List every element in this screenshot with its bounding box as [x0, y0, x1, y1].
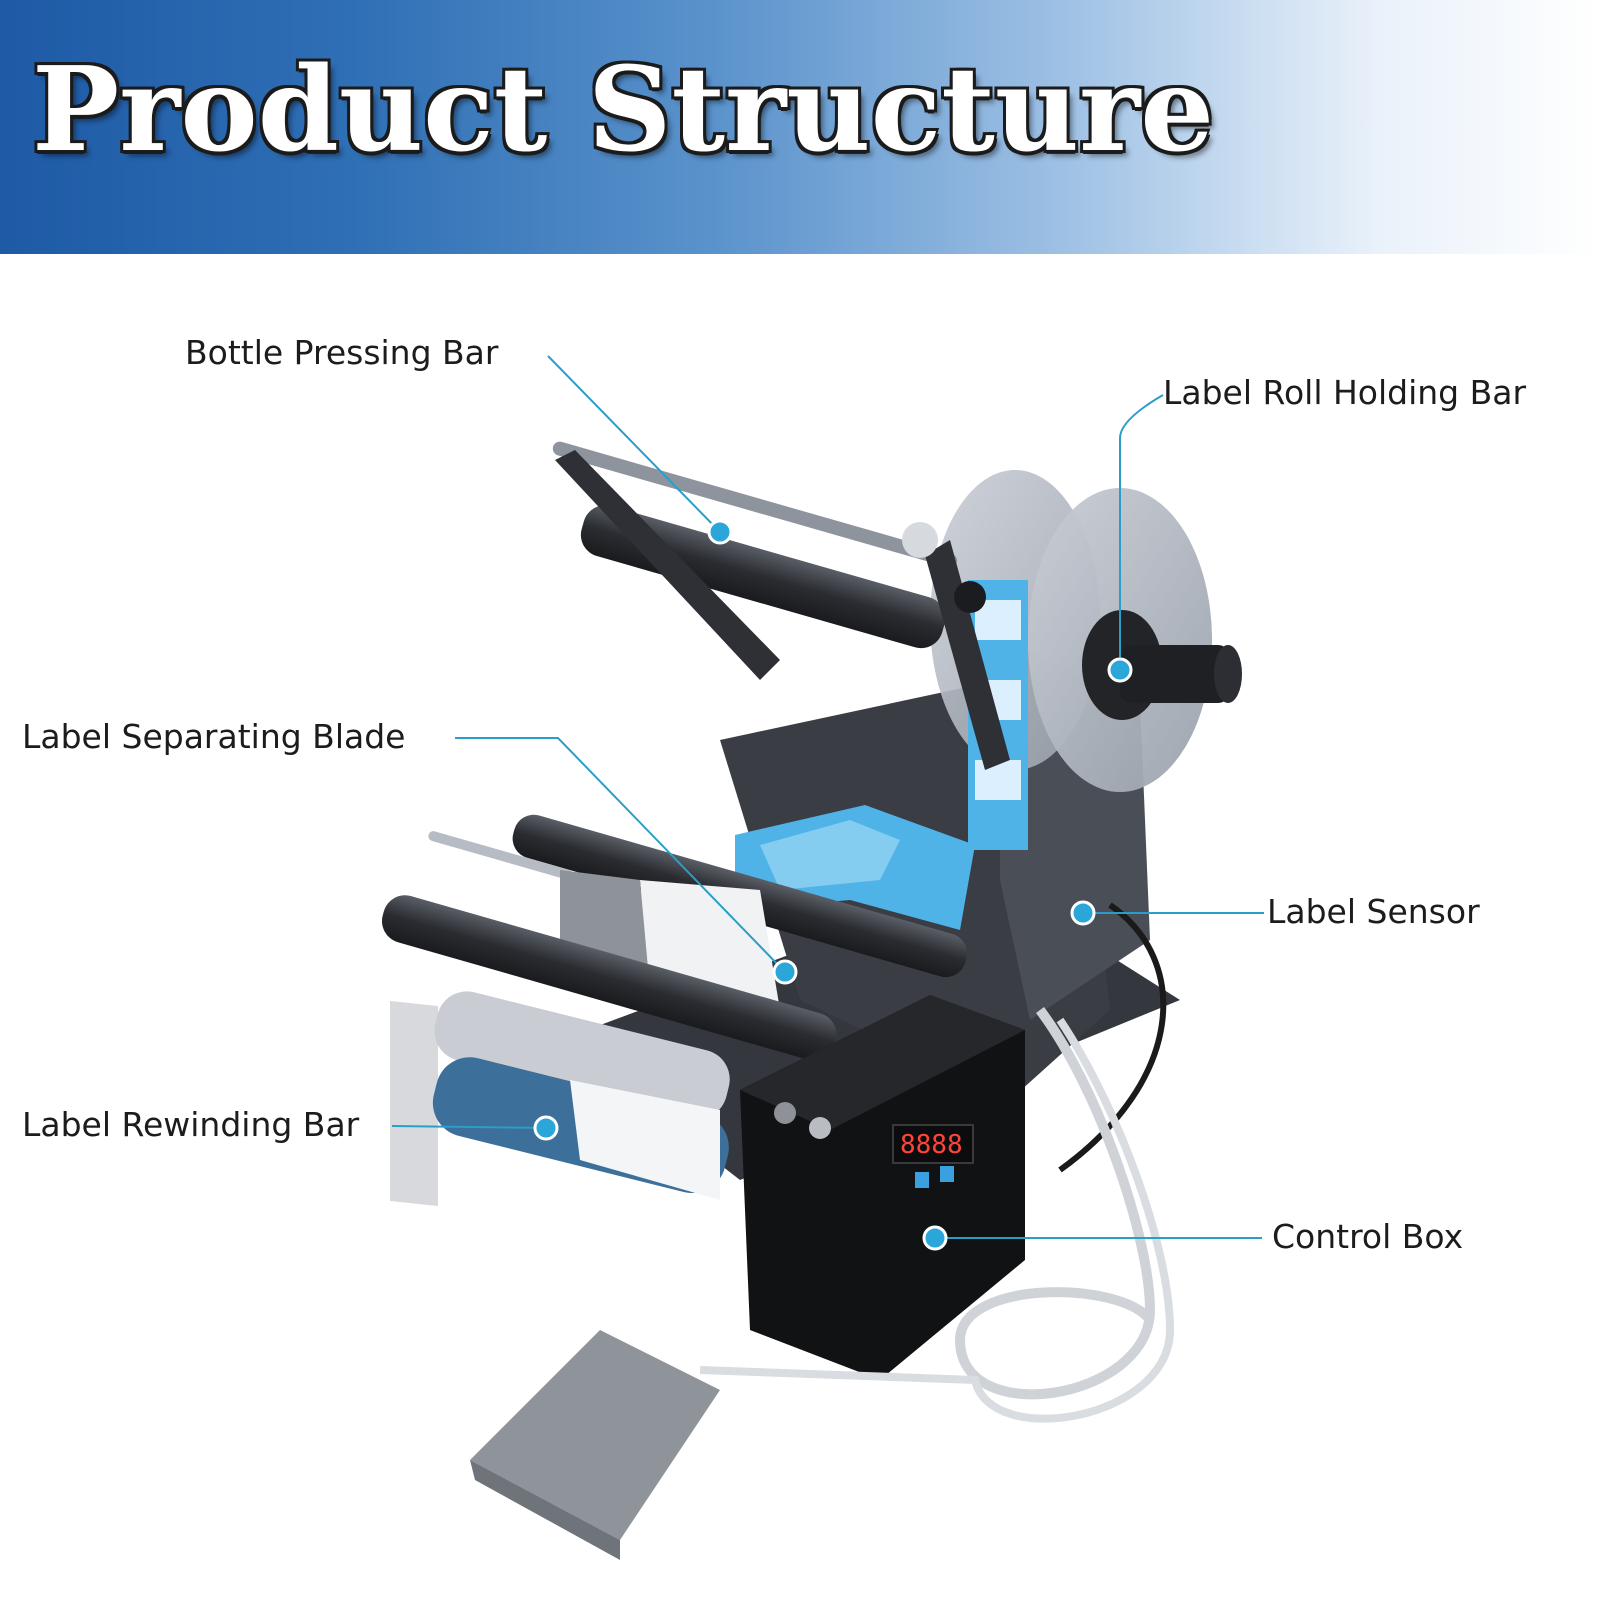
callout-leader-lines — [391, 355, 1264, 1239]
callout-label-roll-holding-bar: Label Roll Holding Bar — [1163, 373, 1527, 412]
marker-dot-label-separating-blade — [772, 959, 798, 985]
marker-dot-label-roll-holding-bar — [1107, 657, 1133, 683]
rewinding-roll — [390, 991, 730, 1207]
leader-line-bottle-pressing-bar — [547, 355, 721, 533]
marker-dot-control-box — [922, 1225, 948, 1251]
display-readout: 8888 — [900, 1130, 963, 1160]
leader-line-label-separating-blade — [455, 737, 786, 973]
leader-line-label-roll-holding-bar — [1119, 394, 1164, 670]
marker-dot-label-rewinding-bar — [533, 1115, 559, 1141]
page-title: Product Structure — [32, 42, 1215, 178]
title-banner: Product Structure — [0, 0, 1600, 254]
callout-control-box: Control Box — [1272, 1217, 1464, 1256]
pressing-arm — [552, 441, 1010, 770]
marker-dot-bottle-pressing-bar — [707, 519, 733, 545]
roller-assembly — [381, 805, 975, 1061]
callout-bottle-pressing-bar: Bottle Pressing Bar — [185, 333, 499, 372]
marker-dot-label-sensor — [1070, 900, 1096, 926]
foot-pedal — [470, 902, 1175, 1560]
callout-label-sensor: Label Sensor — [1267, 892, 1480, 931]
callout-label-rewinding-bar: Label Rewinding Bar — [22, 1105, 360, 1144]
leader-line-label-rewinding-bar — [391, 1125, 547, 1129]
callout-markers — [533, 519, 1133, 1251]
callout-label-separating-blade: Label Separating Blade — [22, 717, 406, 756]
control-box: 8888 — [740, 995, 1025, 1380]
